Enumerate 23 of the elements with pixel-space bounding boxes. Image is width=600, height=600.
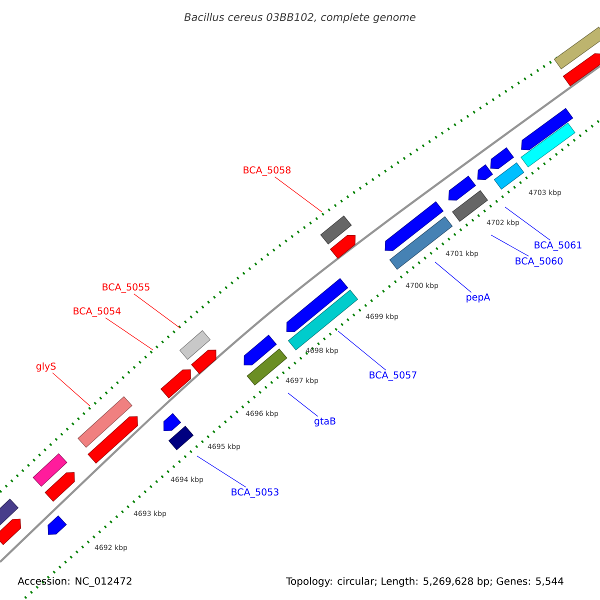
gene-label: BCA_5055 [102, 283, 150, 293]
leader-line [52, 372, 90, 406]
genome-stats-text: Topology: circular; Length: 5,269,628 bp; Genes: 5,544 [286, 577, 564, 587]
leader-line [338, 330, 386, 370]
leader-line [134, 294, 180, 328]
gene-label: BCA_5058 [244, 166, 291, 176]
gene-label: glyS [36, 362, 56, 372]
gene-label: pepA [466, 294, 490, 302]
leader-line [105, 318, 154, 350]
leader-line [196, 456, 246, 488]
leader-line [288, 392, 318, 417]
leader-line [490, 234, 529, 256]
leader-line [504, 206, 550, 240]
leader-line [434, 262, 472, 293]
accession-text: Accession: NC_012472 [18, 577, 132, 587]
gene-label: BCA_5053 [232, 488, 278, 498]
gene-label: BCA_5061 [534, 241, 582, 251]
title: Bacillus cereus 03BB102, complete genome [184, 12, 416, 24]
gene-label: BCA_5057 [370, 371, 416, 381]
gene-label: BCA_5060 [516, 257, 563, 267]
leader-line [274, 176, 322, 212]
gene-label: gtaB [314, 418, 336, 426]
gene-label: BCA_5054 [74, 307, 121, 317]
